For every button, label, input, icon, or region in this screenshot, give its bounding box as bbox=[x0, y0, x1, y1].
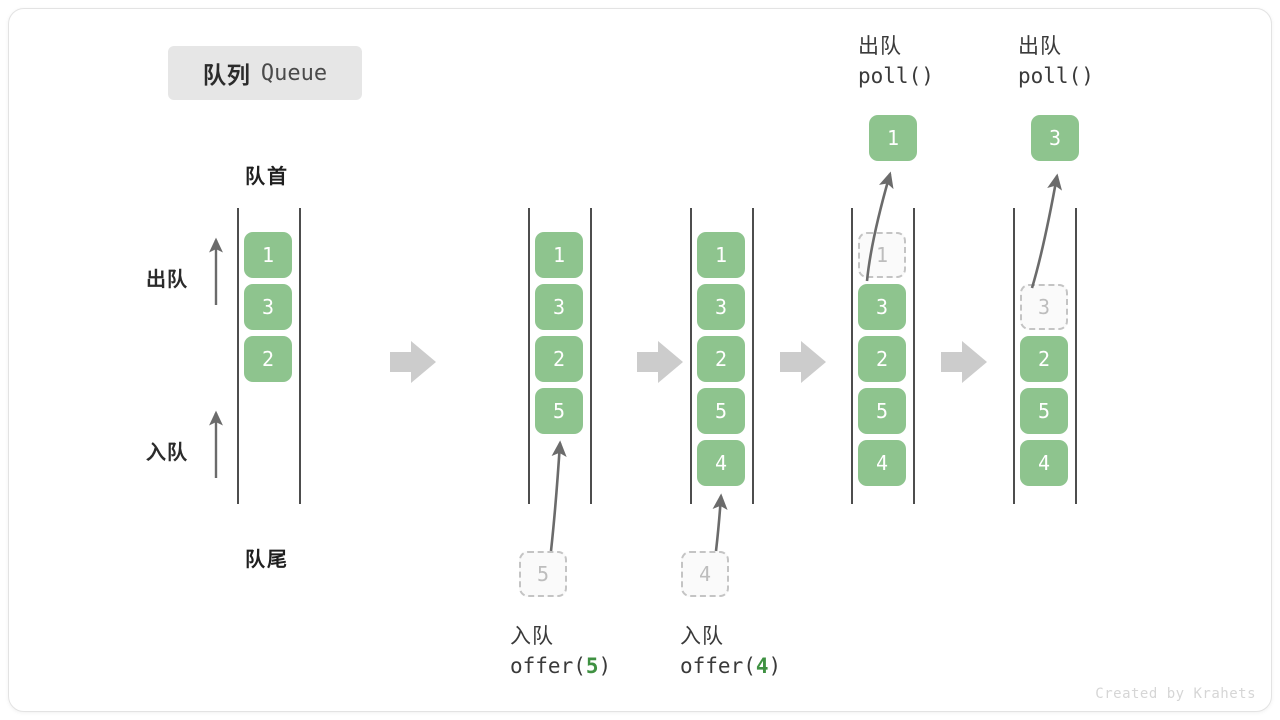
queue-slot: 3 bbox=[535, 284, 583, 330]
caption-offer-1-fn: offer( bbox=[510, 654, 586, 678]
popped-element: 3 bbox=[1031, 115, 1079, 161]
queue-rail-right bbox=[752, 208, 754, 504]
caption-offer-2: 入队 offer(4) bbox=[680, 620, 781, 678]
queue-slot: 3 bbox=[1020, 284, 1068, 330]
queue-slot: 3 bbox=[697, 284, 745, 330]
title-english: Queue bbox=[260, 60, 328, 86]
title-badge: 队列 Queue bbox=[168, 46, 362, 100]
enqueue-direction-label: 入队 bbox=[146, 442, 188, 464]
caption-offer-1-cn: 入队 bbox=[510, 625, 554, 648]
queue-slot: 1 bbox=[535, 232, 583, 278]
queue-slot: 5 bbox=[697, 388, 745, 434]
queue-slot: 4 bbox=[1020, 440, 1068, 486]
caption-poll-1: 出队 poll() bbox=[858, 30, 934, 88]
caption-poll-1-code: poll() bbox=[858, 64, 934, 88]
diagram-card bbox=[8, 8, 1272, 712]
queue-slot: 1 bbox=[244, 232, 292, 278]
caption-poll-2-code: poll() bbox=[1018, 64, 1094, 88]
caption-offer-1-code: offer(5) bbox=[510, 654, 611, 678]
title-chinese: 队列 bbox=[202, 62, 251, 88]
queue-head-label: 队首 bbox=[245, 166, 289, 188]
queue-rail-right bbox=[1075, 208, 1077, 504]
pending-element: 4 bbox=[681, 551, 729, 597]
pending-element: 5 bbox=[519, 551, 567, 597]
queue-slot: 2 bbox=[244, 336, 292, 382]
caption-offer-2-cn: 入队 bbox=[680, 625, 724, 648]
caption-offer-1: 入队 offer(5) bbox=[510, 620, 611, 678]
queue-tail-label: 队尾 bbox=[245, 549, 289, 571]
queue-slot: 5 bbox=[858, 388, 906, 434]
queue-slot: 1 bbox=[697, 232, 745, 278]
watermark: Created by Krahets bbox=[1095, 686, 1256, 702]
queue-rail-right bbox=[913, 208, 915, 504]
queue-rail-left bbox=[237, 208, 239, 504]
caption-offer-1-fn-end: ) bbox=[598, 654, 612, 678]
queue-rail-left bbox=[690, 208, 692, 504]
queue-slot: 4 bbox=[858, 440, 906, 486]
queue-rail-left bbox=[1013, 208, 1015, 504]
queue-rail-right bbox=[299, 208, 301, 504]
caption-poll-2: 出队 poll() bbox=[1018, 30, 1094, 88]
queue-slot: 1 bbox=[858, 232, 906, 278]
queue-slot: 3 bbox=[244, 284, 292, 330]
caption-offer-1-arg: 5 bbox=[585, 654, 599, 678]
caption-offer-2-fn: offer( bbox=[680, 654, 756, 678]
queue-rail-right bbox=[590, 208, 592, 504]
queue-slot: 2 bbox=[858, 336, 906, 382]
caption-offer-2-code: offer(4) bbox=[680, 654, 781, 678]
queue-slot: 5 bbox=[1020, 388, 1068, 434]
queue-slot: 3 bbox=[858, 284, 906, 330]
queue-slot: 5 bbox=[535, 388, 583, 434]
queue-slot: 4 bbox=[697, 440, 745, 486]
queue-slot: 2 bbox=[1020, 336, 1068, 382]
queue-rail-left bbox=[851, 208, 853, 504]
popped-element: 1 bbox=[869, 115, 917, 161]
queue-slot: 2 bbox=[697, 336, 745, 382]
dequeue-direction-label: 出队 bbox=[146, 269, 188, 291]
caption-poll-2-cn: 出队 bbox=[1018, 35, 1062, 58]
caption-poll-1-cn: 出队 bbox=[858, 35, 902, 58]
caption-offer-2-arg: 4 bbox=[755, 654, 769, 678]
queue-slot: 2 bbox=[535, 336, 583, 382]
queue-rail-left bbox=[528, 208, 530, 504]
caption-offer-2-fn-end: ) bbox=[768, 654, 782, 678]
